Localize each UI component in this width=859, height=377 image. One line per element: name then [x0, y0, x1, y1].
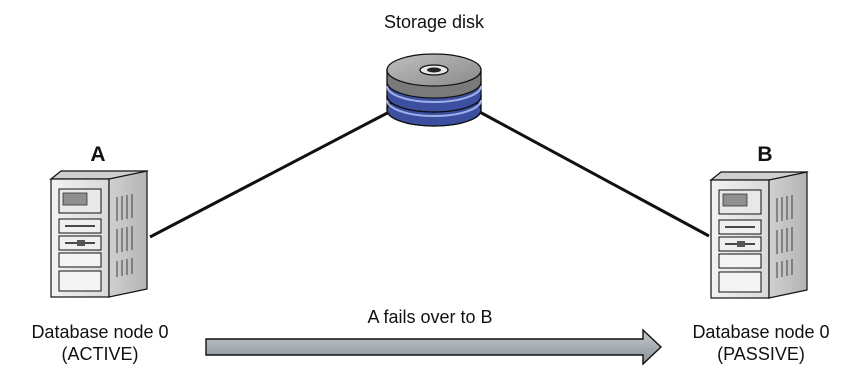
node-b-name: Database node 0 — [692, 322, 830, 342]
cable-b-to-storage — [475, 108, 710, 238]
node-a-name: Database node 0 — [31, 322, 169, 342]
server-a-icon — [50, 170, 148, 298]
node-a-state: (ACTIVE) — [61, 344, 139, 364]
node-a-letter: A — [90, 143, 106, 166]
failover-arrow-icon — [205, 328, 663, 366]
failover-label: A fails over to B — [367, 307, 493, 327]
node-b-state: (PASSIVE) — [717, 344, 805, 364]
cable-a-to-storage — [149, 108, 394, 239]
node-b-letter: B — [757, 143, 773, 166]
storage-disk-icon — [386, 53, 482, 127]
storage-disk-label: Storage disk — [383, 12, 485, 32]
server-b-icon — [710, 171, 808, 299]
